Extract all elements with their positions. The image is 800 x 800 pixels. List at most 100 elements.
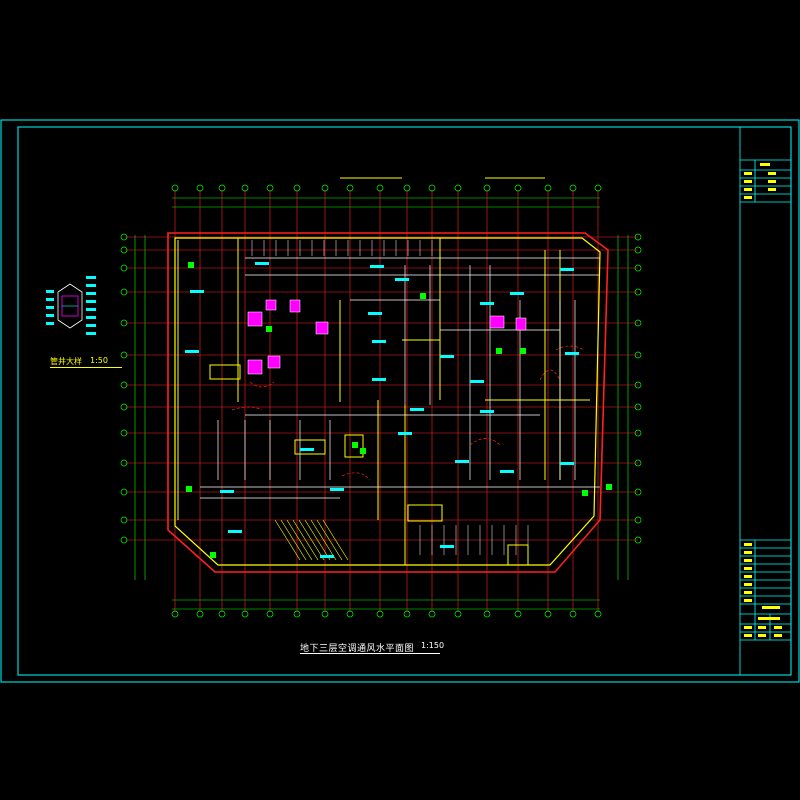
axis-bubble-bottom bbox=[346, 610, 354, 618]
ramp-hatch bbox=[304, 519, 331, 561]
ramp-hatch bbox=[274, 519, 301, 561]
equipment-room bbox=[289, 299, 301, 313]
building-outline-outer bbox=[167, 232, 609, 573]
axis-bubble-bottom bbox=[376, 610, 384, 618]
room-callout bbox=[294, 439, 326, 455]
leader-arc bbox=[249, 381, 275, 388]
axis-bubble-left bbox=[120, 264, 128, 272]
axis-bubble-right bbox=[634, 319, 642, 327]
annotation-text bbox=[398, 432, 412, 435]
equipment-room bbox=[247, 359, 263, 375]
axis-bubble-top bbox=[241, 184, 249, 192]
shaft-detail-scale: 1:50 bbox=[90, 356, 108, 365]
axis-bubble-bottom bbox=[569, 610, 577, 618]
axis-bubble-bottom bbox=[321, 610, 329, 618]
riser-mark bbox=[186, 486, 192, 492]
equipment-room bbox=[265, 299, 277, 311]
annotation-text bbox=[500, 470, 514, 473]
annotation-text bbox=[410, 408, 424, 411]
riser-mark bbox=[496, 348, 502, 354]
axis-bubble-right bbox=[634, 233, 642, 241]
axis-bubble-left bbox=[120, 381, 128, 389]
axis-bubble-top bbox=[321, 184, 329, 192]
drawing-title-underline bbox=[300, 653, 440, 654]
axis-bubble-right bbox=[634, 381, 642, 389]
axis-bubble-bottom bbox=[266, 610, 274, 618]
annotation-text bbox=[470, 380, 484, 383]
annotation-text bbox=[480, 410, 494, 413]
axis-bubble-left bbox=[120, 319, 128, 327]
ramp-hatch bbox=[292, 519, 319, 561]
axis-bubble-bottom bbox=[514, 610, 522, 618]
axis-bubble-top bbox=[594, 184, 602, 192]
room-callout bbox=[407, 504, 443, 522]
sheet-inner-border bbox=[17, 126, 792, 676]
axis-bubble-bottom bbox=[454, 610, 462, 618]
axis-bubble-bottom bbox=[218, 610, 226, 618]
title-block bbox=[739, 127, 791, 675]
axis-bubble-bottom bbox=[483, 610, 491, 618]
axis-bubble-top bbox=[514, 184, 522, 192]
annotation-text bbox=[330, 488, 344, 491]
annotation-text bbox=[370, 265, 384, 268]
axis-bubble-left bbox=[120, 459, 128, 467]
axis-bubble-bottom bbox=[241, 610, 249, 618]
axis-bubble-top bbox=[544, 184, 552, 192]
axis-bubble-right bbox=[634, 246, 642, 254]
leader-arc bbox=[539, 369, 561, 381]
riser-mark bbox=[606, 484, 612, 490]
axis-bubble-right bbox=[634, 488, 642, 496]
annotation-text bbox=[228, 530, 242, 533]
equipment-room bbox=[247, 311, 263, 327]
riser-mark bbox=[420, 293, 426, 299]
riser-mark bbox=[582, 490, 588, 496]
riser-mark bbox=[210, 552, 216, 558]
axis-bubble-bottom bbox=[403, 610, 411, 618]
ramp-hatch bbox=[298, 519, 325, 561]
annotation-text bbox=[190, 290, 204, 293]
axis-bubble-left bbox=[120, 536, 128, 544]
ramp-hatch bbox=[322, 519, 349, 561]
title-block-marks bbox=[744, 163, 782, 637]
annotation-text bbox=[320, 555, 334, 558]
ramp-hatch bbox=[286, 519, 313, 561]
riser-mark bbox=[188, 262, 194, 268]
riser-mark bbox=[360, 448, 366, 454]
shaft-detail-title-underline bbox=[50, 367, 122, 368]
equipment-room bbox=[515, 317, 527, 331]
riser-mark bbox=[520, 348, 526, 354]
ramp-hatch bbox=[316, 519, 343, 561]
axis-bubble-top bbox=[218, 184, 226, 192]
axis-bubble-top bbox=[428, 184, 436, 192]
annotation-text bbox=[565, 352, 579, 355]
shaft-detail bbox=[46, 276, 96, 335]
axis-bubble-top bbox=[376, 184, 384, 192]
annotation-text bbox=[455, 460, 469, 463]
annotation-text bbox=[255, 262, 269, 265]
axis-bubble-top bbox=[569, 184, 577, 192]
axis-bubble-left bbox=[120, 488, 128, 496]
axis-bubble-right bbox=[634, 288, 642, 296]
axis-bubble-top bbox=[293, 184, 301, 192]
axis-bubble-bottom bbox=[428, 610, 436, 618]
ramp-hatch bbox=[280, 519, 307, 561]
leader-arc bbox=[555, 345, 585, 351]
annotation-text bbox=[300, 448, 314, 451]
axis-bubble-top bbox=[196, 184, 204, 192]
axis-bubble-left bbox=[120, 233, 128, 241]
ramp-hatch bbox=[310, 519, 337, 561]
drawing-title: 地下三层空调通风水平面图 bbox=[300, 644, 415, 654]
annotation-text bbox=[480, 302, 494, 305]
annotation-text bbox=[440, 355, 454, 358]
axis-bubble-left bbox=[120, 351, 128, 359]
riser-mark bbox=[266, 326, 272, 332]
leader-arc bbox=[231, 406, 263, 411]
axis-bubble-bottom bbox=[293, 610, 301, 618]
axis-bubble-top bbox=[403, 184, 411, 192]
annotation-text bbox=[372, 340, 386, 343]
axis-bubble-left bbox=[120, 246, 128, 254]
stair-core bbox=[507, 544, 529, 566]
axis-bubble-right bbox=[634, 351, 642, 359]
axis-bubble-bottom bbox=[171, 610, 179, 618]
annotation-text bbox=[560, 268, 574, 271]
